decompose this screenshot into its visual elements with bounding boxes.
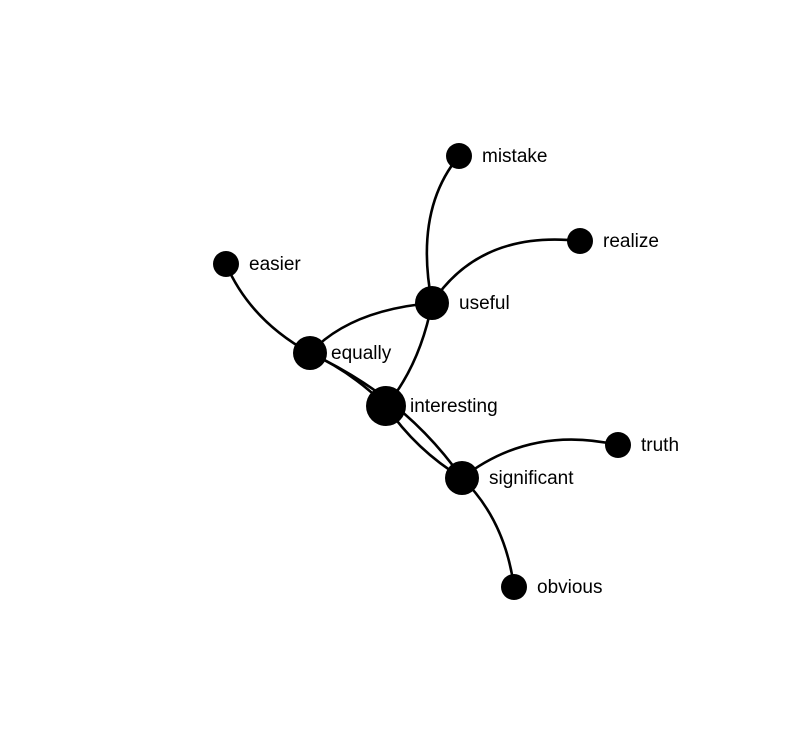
node-realize[interactable]: [567, 228, 593, 254]
edge-mistake-useful: [425, 154, 461, 305]
label-equally: equally: [331, 343, 392, 364]
label-truth: truth: [641, 435, 679, 456]
labels-layer: mistake realize easier useful equally interes…: [249, 146, 679, 598]
label-useful: useful: [459, 293, 510, 314]
node-mistake[interactable]: [446, 143, 472, 169]
node-significant[interactable]: [445, 461, 479, 495]
label-interesting: interesting: [410, 396, 498, 417]
label-significant: significant: [489, 468, 574, 489]
edge-realize-useful: [430, 238, 582, 305]
edge-significant-truth: [460, 438, 620, 480]
node-interesting[interactable]: [366, 386, 406, 426]
edge-significant-obvious: [460, 476, 516, 589]
label-easier: easier: [249, 254, 301, 275]
node-easier[interactable]: [213, 251, 239, 277]
edge-easier-equally: [224, 262, 312, 355]
node-truth[interactable]: [605, 432, 631, 458]
label-obvious: obvious: [537, 577, 603, 598]
node-equally[interactable]: [293, 336, 327, 370]
node-useful[interactable]: [415, 286, 449, 320]
edges-layer: [224, 154, 620, 589]
label-realize: realize: [603, 231, 659, 252]
label-mistake: mistake: [482, 146, 547, 167]
node-obvious[interactable]: [501, 574, 527, 600]
nodes-layer: [213, 143, 631, 600]
